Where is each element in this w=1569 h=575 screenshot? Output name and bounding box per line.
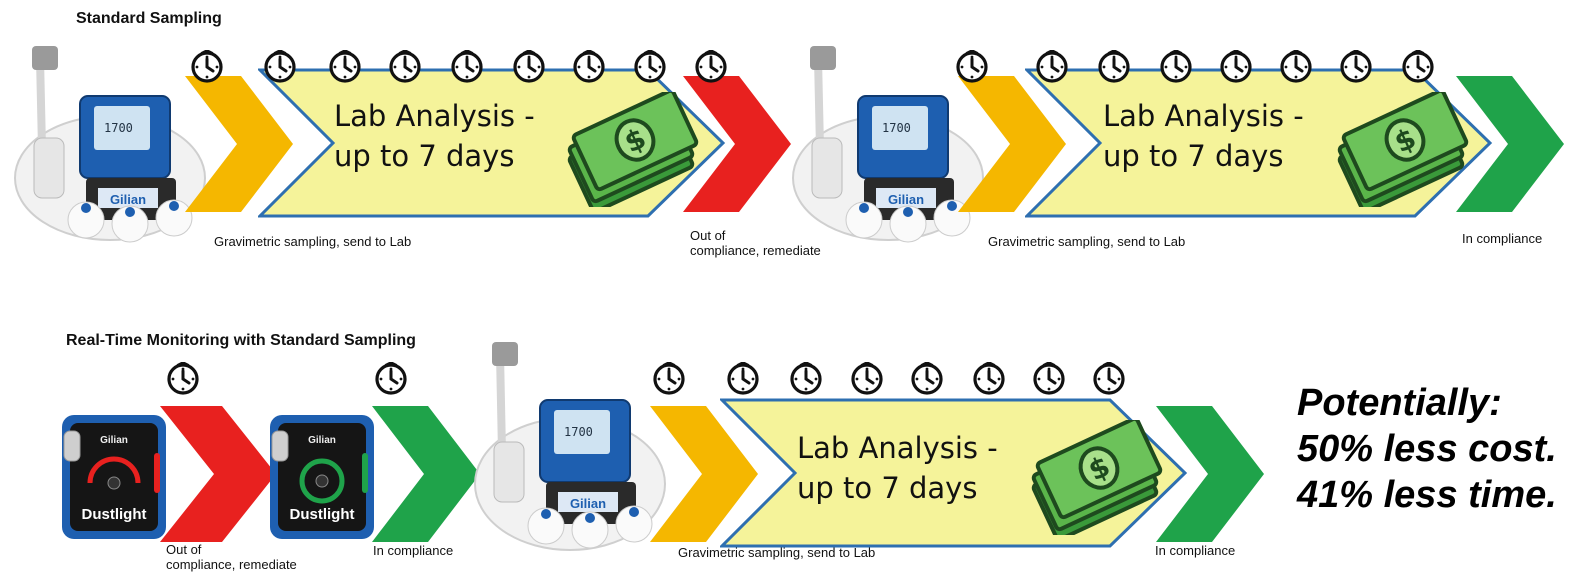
clock-icon [633,50,667,84]
svg-text:1700: 1700 [882,121,911,135]
chevron-orange-sampling [958,76,1068,212]
clock-icon [263,50,297,84]
monitor-brand-label: Dustlight [82,506,147,523]
lab-analysis-label: Lab Analysis - up to 7 days [1103,99,1304,173]
pump-brand-label: Gilian [110,192,146,207]
monitor-logo-label: Gilian [308,435,336,446]
chevron-orange-sampling [185,76,295,212]
money-icon [1020,420,1170,535]
result-summary: Potentially: 50% less cost. 41% less tim… [1297,380,1557,518]
clock-icon [450,50,484,84]
svg-text:1700: 1700 [564,425,593,439]
chevron-orange-sampling [650,406,760,542]
chevron-red-remediate [160,406,280,542]
monitor-brand-label: Dustlight [290,506,355,523]
clock-icon [1159,50,1193,84]
clock-icon [955,50,989,84]
clock-icon [388,50,422,84]
stage-caption: Gravimetric sampling, send to Lab [214,234,412,249]
clock-icon [1219,50,1253,84]
clock-icon [328,50,362,84]
monitor-logo-label: Gilian [100,435,128,446]
clock-icon [1097,50,1131,84]
chevron-green-compliance [1456,76,1566,212]
dustlight-monitor-image: Gilian Dustlight [268,413,376,541]
stage-caption: In compliance [1155,543,1236,558]
clock-icon [652,362,686,396]
lab-analysis-label: Lab Analysis - up to 7 days [334,99,535,173]
sampling-pump-image: 1700 Gilian [10,38,210,248]
pump-brand-label: Gilian [570,496,606,511]
clock-icon [190,50,224,84]
row2-title: Real-Time Monitoring with Standard Sampl… [66,332,416,349]
clock-icon [512,50,546,84]
clock-icon [1032,362,1066,396]
chevron-green-compliance [372,406,482,542]
clock-icon [789,362,823,396]
clock-icon [1092,362,1126,396]
lab-analysis-label: Lab Analysis - up to 7 days [797,431,998,505]
clock-icon [374,362,408,396]
stage-caption: Out of compliance, remediate [690,228,821,258]
stage-caption: In compliance [1462,231,1543,246]
sampling-pump-image: 1700 Gilian [788,38,988,248]
dustlight-monitor-image: Gilian Dustlight [60,413,168,541]
sampling-pump-image: 1700 Gilian [470,334,670,554]
result-line: 41% less time. [1297,474,1557,516]
stage-caption: In compliance [373,543,454,558]
clock-icon [166,362,200,396]
clock-icon [910,362,944,396]
clock-icon [694,50,728,84]
svg-text:1700: 1700 [104,121,133,135]
clock-icon [1279,50,1313,84]
clock-icon [1339,50,1373,84]
result-line: 50% less cost. [1297,428,1557,470]
stage-caption: Gravimetric sampling, send to Lab [988,234,1186,249]
clock-icon [850,362,884,396]
row1-title: Standard Sampling [76,10,222,27]
clock-icon [1401,50,1435,84]
chevron-green-compliance [1156,406,1266,542]
clock-icon [972,362,1006,396]
pump-brand-label: Gilian [888,192,924,207]
money-icon [1326,92,1476,207]
clock-icon [1035,50,1069,84]
stage-caption: Out of compliance, remediate [166,542,297,572]
clock-icon [726,362,760,396]
clock-icon [572,50,606,84]
stage-caption: Gravimetric sampling, send to Lab [678,545,876,560]
chevron-red-remediate [683,76,793,212]
result-line: Potentially: [1297,382,1502,424]
